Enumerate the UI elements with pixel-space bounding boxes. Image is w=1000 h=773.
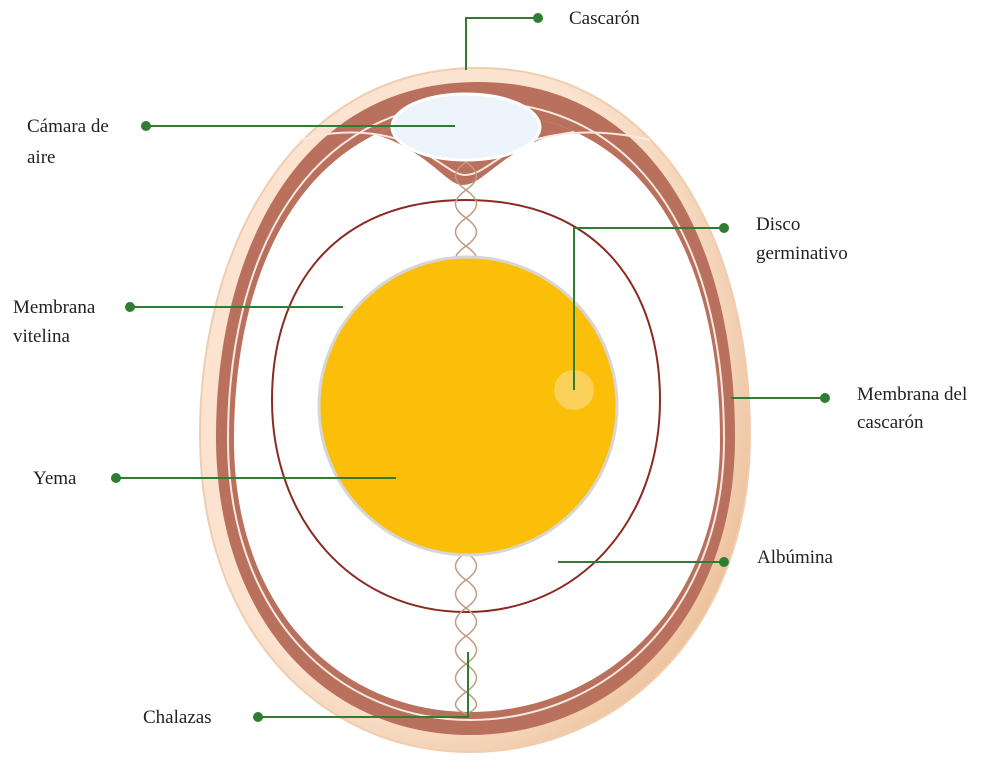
label-camara-de-aire-line1: Cámara de	[27, 112, 109, 141]
dot-albumina	[719, 557, 729, 567]
dot-membrana-cascaron	[820, 393, 830, 403]
label-membrana-del-cascaron-line2: cascarón	[857, 408, 923, 437]
dot-disco	[719, 223, 729, 233]
label-yema: Yema	[33, 464, 76, 493]
label-membrana-del-cascaron-line1: Membrana del	[857, 380, 967, 409]
label-camara-de-aire-line2: aire	[27, 143, 55, 172]
dot-yema	[111, 473, 121, 483]
label-membrana-vitelina-line2: vitelina	[13, 322, 70, 351]
label-disco-germinativo-line2: germinativo	[756, 239, 848, 268]
label-membrana-vitelina-line1: Membrana	[13, 293, 95, 322]
dot-cascaron	[533, 13, 543, 23]
label-cascaron: Cascarón	[569, 4, 640, 33]
dot-camara	[141, 121, 151, 131]
leader-cascaron	[466, 18, 538, 70]
label-albumina: Albúmina	[757, 543, 833, 572]
label-chalazas: Chalazas	[143, 703, 212, 732]
dot-vitelina	[125, 302, 135, 312]
dot-chalazas	[253, 712, 263, 722]
label-disco-germinativo-line1: Disco	[756, 210, 800, 239]
